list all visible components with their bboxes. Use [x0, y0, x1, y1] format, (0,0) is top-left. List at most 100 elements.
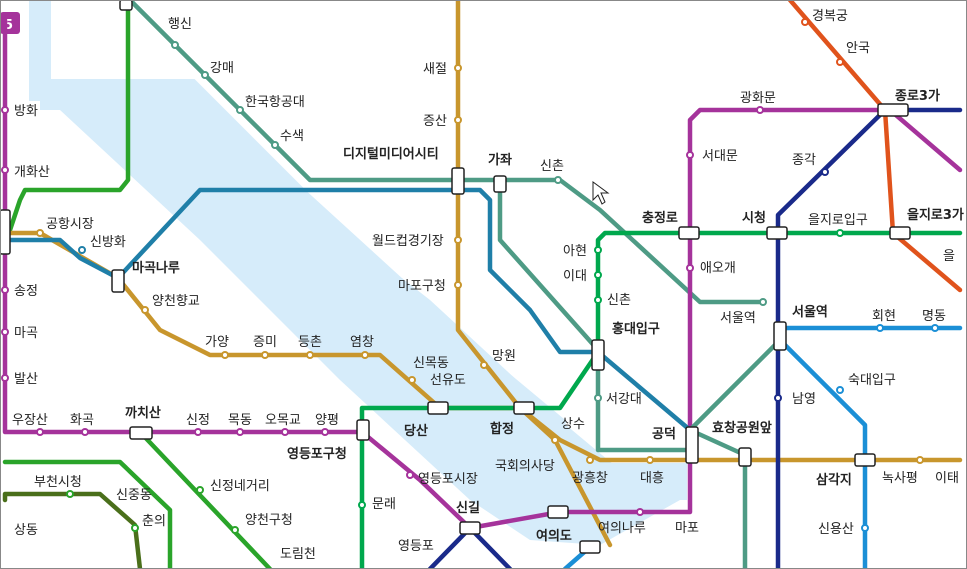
label-sinjeong-junction: 신정네거리 — [210, 479, 270, 494]
label-jonggak: 종각 — [792, 153, 816, 168]
label-jongno3ga: 종로3가 — [895, 89, 940, 104]
label-mangwon: 망원 — [492, 349, 516, 364]
label-mokdong: 목동 — [228, 413, 252, 428]
label-yangcheon-office: 양천구청 — [245, 513, 293, 528]
line7[interactable] — [2, 491, 143, 569]
label-ewha: 이대 — [563, 269, 587, 284]
label-euljiro-entrance: 을지로입구 — [808, 213, 868, 228]
seohae-line[interactable] — [137, 429, 273, 569]
label-mapo-office: 마포구청 — [398, 279, 446, 294]
label-ahyeon: 아현 — [563, 244, 587, 259]
label-ogeori: 애오개 — [700, 261, 736, 276]
label-cityhall: 시청 — [742, 210, 766, 226]
label-magok: 마곡 — [14, 326, 38, 341]
station-dots — [1, 18, 939, 534]
label-sinchon-gy: 신촌 — [540, 159, 564, 174]
label-namyeong: 남영 — [792, 392, 816, 407]
arex-line[interactable] — [2, 187, 693, 433]
label-yangpyeong: 양평 — [315, 413, 339, 428]
label-haengsin: 행신 — [168, 16, 192, 32]
label-sookmyung: 숙대입구 — [848, 373, 896, 388]
label-sinmokdong: 신목동 — [413, 356, 449, 371]
label-omokgyo: 오목교 — [265, 413, 301, 428]
label-sangsu: 상수 — [561, 417, 585, 432]
label-itaewon: 이태 — [935, 471, 959, 486]
label-yangcheon-hyanggyo: 양천향교 — [152, 294, 200, 309]
label-seoul-station: 서울역 — [792, 304, 828, 320]
label-singil: 신길 — [456, 501, 480, 516]
label-gyeongbokgung: 경복궁 — [812, 9, 848, 24]
label-yeongdeungpo-office: 영등포구청 — [287, 446, 347, 462]
label-worldcup: 월드컵경기장 — [372, 234, 444, 249]
label-yeomchang: 염창 — [350, 335, 374, 350]
label-gongdeok: 공덕 — [652, 426, 676, 442]
label-sinbanghwa: 신방화 — [90, 235, 126, 250]
label-hoehyeon: 회현 — [872, 309, 896, 324]
label-seonyudo: 선유도 — [430, 373, 466, 388]
label-gonghang-market: 공항시장 — [46, 217, 94, 232]
label-bucheon-office: 부천시청 — [34, 475, 82, 490]
label-hyochang: 효창공원앞 — [712, 420, 772, 436]
label-noksapyeong: 녹사평 — [882, 471, 918, 486]
label-saejeol: 새절 — [423, 62, 447, 77]
bucheon-green[interactable] — [2, 459, 173, 569]
label-hwagok: 화곡 — [70, 413, 94, 428]
label-sinchon2: 신촌 — [607, 293, 631, 308]
label-deungchon: 등촌 — [298, 335, 322, 350]
label-dmc: 디지털미디어시티 — [343, 146, 439, 162]
label-samgakji: 삼각지 — [816, 472, 852, 488]
label-songjeong: 송정 — [14, 284, 38, 299]
label-dangsan: 당산 — [404, 423, 428, 439]
label-seodaemun: 서대문 — [702, 149, 738, 164]
label-yeongdeungpo: 영등포 — [398, 539, 434, 554]
label-ujangsan: 우장산 — [12, 413, 48, 428]
label-dorimcheon: 도림천 — [280, 547, 316, 562]
label-chunui: 춘의 — [142, 514, 166, 529]
gyeongui-south[interactable] — [687, 337, 783, 569]
label-gaehwasan: 개화산 — [14, 165, 50, 180]
label-chungjeongno: 충정로 — [642, 210, 678, 226]
line5[interactable] — [2, 17, 963, 531]
label-yeouido: 여의도 — [536, 528, 572, 544]
label-sinjung: 신중동 — [116, 488, 152, 503]
label-eul-partial: 을 — [943, 249, 955, 264]
label-gayang: 가양 — [205, 335, 229, 350]
label-sinjeong: 신정 — [186, 413, 210, 428]
label-magoknaru: 마곡나루 — [132, 260, 180, 276]
label-seoul-station-gy: 서울역 — [720, 311, 756, 326]
line-green-left[interactable] — [2, 0, 131, 248]
label-daeheung: 대흥 — [640, 471, 664, 486]
label-balsan: 발산 — [14, 372, 38, 387]
label-gajwa: 가좌 — [488, 152, 512, 168]
label-anguk: 안국 — [846, 41, 870, 56]
label-yeongdeungpo-market: 영등포시장 — [418, 472, 478, 487]
label-mapo: 마포 — [675, 521, 699, 536]
label-hangang-airport: 한국항공대 — [245, 95, 305, 110]
label-jeungsan: 증산 — [423, 114, 447, 129]
label-yeouinaru: 여의나루 — [598, 521, 646, 536]
label-national-assembly: 국회의사당 — [495, 459, 555, 474]
route-badge-label: 5 — [4, 18, 13, 33]
mouse-cursor-icon — [592, 181, 610, 205]
label-susaek: 수색 — [280, 129, 304, 144]
label-sangdong: 상동 — [14, 523, 38, 538]
label-euljiro3ga: 을지로3가 — [907, 207, 964, 223]
label-kkachisan: 까치산 — [125, 405, 161, 421]
line3[interactable] — [787, 0, 963, 293]
label-mullae: 문래 — [372, 497, 396, 512]
label-hongik: 홍대입구 — [612, 321, 660, 337]
label-jeungmi: 증미 — [253, 335, 277, 350]
label-hapjeong: 합정 — [490, 421, 514, 437]
label-gwanghwamun: 광화문 — [740, 91, 776, 106]
label-banghwa: 방화 — [14, 104, 38, 119]
line4[interactable] — [777, 325, 963, 569]
transfer-stations — [0, 0, 911, 554]
label-gangmae: 강매 — [210, 61, 234, 76]
label-myeongdong: 명동 — [922, 309, 946, 324]
airport-line[interactable] — [127, 0, 766, 305]
label-gwangheungchang: 광흥창 — [572, 471, 608, 486]
label-seogang: 서강대 — [606, 392, 642, 407]
line1[interactable] — [775, 107, 963, 569]
